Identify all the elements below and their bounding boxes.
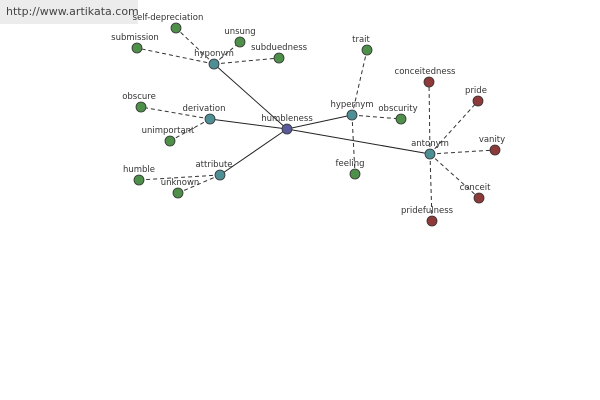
word-node-vanity-dot[interactable] — [489, 144, 501, 156]
relation-node-antonym-dot[interactable] — [424, 148, 436, 160]
word-node-vanity-label: vanity — [479, 135, 505, 145]
word-node-obscure[interactable]: obscure — [122, 92, 156, 113]
word-node-conceitedness-dot[interactable] — [423, 76, 435, 88]
edge-humbleness-attribute — [219, 128, 288, 176]
word-node-unimportant[interactable]: unimportant — [142, 126, 195, 147]
relation-node-derivation[interactable]: derivation — [182, 104, 226, 125]
edge-hyponym-submission — [136, 47, 215, 65]
relation-node-hyponym-dot[interactable] — [208, 58, 220, 70]
relation-node-hypernym-label: hypernym — [330, 100, 373, 110]
center-node-humbleness-dot[interactable] — [281, 123, 293, 135]
relation-node-hyponym[interactable]: hyponym — [194, 49, 234, 70]
relation-node-hyponym-label: hyponym — [194, 49, 234, 59]
word-node-unknown[interactable]: unknown — [161, 178, 200, 199]
word-node-feeling-label: feeling — [336, 159, 365, 169]
word-node-unimportant-label: unimportant — [142, 126, 195, 136]
word-node-conceit-label: conceit — [460, 183, 492, 193]
word-node-obscurity[interactable]: obscurity — [378, 104, 418, 125]
word-node-conceitedness-label: conceitedness — [395, 67, 457, 77]
word-node-conceit-dot[interactable] — [473, 192, 485, 204]
edge-antonym-conceit — [429, 153, 480, 199]
word-node-unsung-label: unsung — [224, 27, 255, 37]
word-node-obscurity-dot[interactable] — [395, 113, 407, 125]
word-node-unsung[interactable]: unsung — [224, 27, 256, 48]
word-node-pridefulness-label: pridefulness — [401, 206, 454, 216]
relation-node-hypernym-dot[interactable] — [346, 109, 358, 121]
relation-node-attribute[interactable]: attribute — [195, 160, 233, 181]
word-node-trait-dot[interactable] — [361, 44, 373, 56]
word-node-feeling-dot[interactable] — [349, 168, 361, 180]
edge-humbleness-derivation — [209, 118, 288, 130]
word-node-submission-label: submission — [111, 33, 159, 43]
word-node-self-depreciation-label: self-depreciation — [133, 13, 204, 23]
edge-attribute-unknown — [177, 174, 221, 194]
word-node-humble-label: humble — [123, 165, 155, 175]
relation-node-derivation-label: derivation — [182, 104, 225, 114]
word-node-self-depreciation-dot[interactable] — [170, 22, 182, 34]
word-node-self-depreciation[interactable]: self-depreciation — [133, 13, 204, 34]
word-node-subduedness-dot[interactable] — [273, 52, 285, 64]
word-node-subduedness-label: subduedness — [251, 43, 308, 53]
word-node-obscure-dot[interactable] — [135, 101, 147, 113]
relation-node-antonym-label: antonym — [411, 139, 449, 149]
relation-node-hypernym[interactable]: hypernym — [330, 100, 374, 121]
edge-hypernym-obscurity — [351, 114, 402, 120]
word-node-humble-dot[interactable] — [133, 174, 145, 186]
relation-node-attribute-label: attribute — [195, 160, 232, 170]
word-node-unimportant-dot[interactable] — [164, 135, 176, 147]
word-node-pridefulness[interactable]: pridefulness — [401, 206, 454, 227]
word-node-obscurity-label: obscurity — [378, 104, 417, 114]
word-node-unknown-dot[interactable] — [172, 187, 184, 199]
edge-derivation-obscure — [140, 106, 211, 120]
word-node-trait-label: trait — [352, 35, 370, 45]
graph-nodes: self-depreciation unsung submission subdued… — [111, 13, 505, 227]
edge-derivation-unimportant — [169, 118, 211, 142]
center-node-humbleness[interactable]: humbleness — [261, 114, 313, 135]
graph-edges — [136, 27, 496, 222]
edge-antonym-pride — [429, 100, 479, 155]
word-node-unsung-dot[interactable] — [234, 36, 246, 48]
word-node-feeling[interactable]: feeling — [336, 159, 365, 180]
word-node-submission-dot[interactable] — [131, 42, 143, 54]
relation-node-derivation-dot[interactable] — [204, 113, 216, 125]
word-node-submission[interactable]: submission — [111, 33, 159, 54]
edge-humbleness-hyponym — [213, 63, 288, 130]
word-node-pride[interactable]: pride — [465, 86, 487, 107]
word-node-pride-dot[interactable] — [472, 95, 484, 107]
edge-hyponym-self-depreciation — [175, 27, 215, 65]
word-node-trait[interactable]: trait — [352, 35, 373, 56]
word-node-subduedness[interactable]: subduedness — [251, 43, 308, 64]
word-node-pride-label: pride — [465, 86, 487, 96]
relation-node-attribute-dot[interactable] — [214, 169, 226, 181]
word-node-conceit[interactable]: conceit — [460, 183, 492, 204]
word-node-unknown-label: unknown — [161, 178, 200, 188]
word-node-humble[interactable]: humble — [123, 165, 155, 186]
center-node-humbleness-label: humbleness — [261, 114, 313, 124]
edge-humbleness-hypernym — [286, 114, 353, 130]
edge-antonym-vanity — [429, 149, 496, 155]
edge-hyponym-unsung — [213, 41, 241, 65]
word-node-obscure-label: obscure — [122, 92, 156, 102]
edge-antonym-conceitedness — [428, 81, 431, 155]
word-node-pridefulness-dot[interactable] — [426, 215, 438, 227]
word-node-vanity[interactable]: vanity — [479, 135, 505, 156]
source-url-label[interactable]: http://www.artikata.com — [0, 0, 138, 24]
relation-node-antonym[interactable]: antonym — [411, 139, 449, 160]
edge-humbleness-antonym — [286, 128, 431, 155]
edge-hyponym-subduedness — [213, 57, 280, 65]
word-node-conceitedness[interactable]: conceitedness — [395, 67, 457, 88]
edge-hypernym-feeling — [351, 114, 356, 175]
